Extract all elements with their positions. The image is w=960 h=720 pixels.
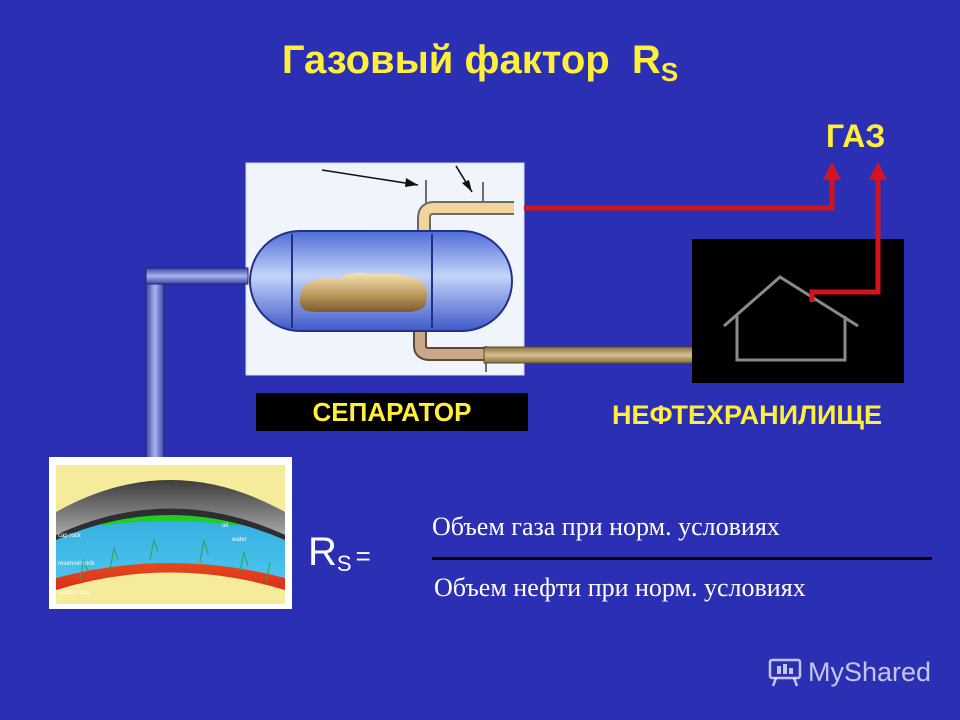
formula-numerator: Объем газа при норм. условиях [432,512,780,541]
gas-label: ГАЗ [826,118,886,154]
formula-denominator: Объем нефти при норм. условиях [434,573,806,602]
label-source-rock: source rock [58,590,90,596]
watermark-text: MyShared [808,656,932,687]
label-reservoir-rock: reservoir rock [58,561,95,567]
formula-symbol: RS= [308,530,371,577]
formula-subscript: S [336,551,352,576]
formula-r: R [308,530,337,574]
separator-label: СЕПАРАТОР [256,393,528,431]
label-oil: oil [222,523,229,529]
fraction-line [432,557,932,560]
formula-equals: = [355,541,371,571]
title-text: Газовый фактор [281,38,610,82]
separator-panel [245,162,525,376]
title-symbol: R [631,38,661,82]
storage-panel [692,239,904,383]
watermark: MyShared [768,656,931,688]
storage-label: НЕФТЕХРАНИЛИЩЕ [612,400,882,430]
gas-lines [524,162,887,302]
page-title: Газовый фактор RS [0,38,960,88]
label-cap-rock: cap rock [58,533,81,539]
projector-icon [768,658,802,687]
reservoir-panel [49,457,292,609]
label-water: water [232,537,247,543]
title-subscript: S [660,57,679,87]
